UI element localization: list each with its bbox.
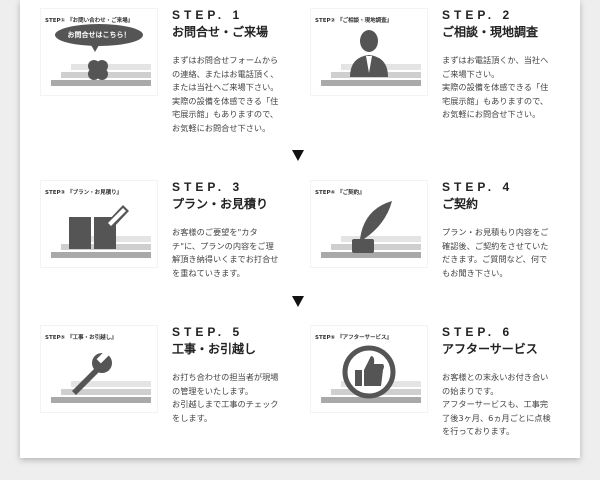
description-line: を行っております。 bbox=[442, 426, 515, 436]
step-description: プラン・お見積もり内容をご確認後、ご契約をさせていただきます。ご質問など、何でも… bbox=[442, 226, 548, 280]
description-line: もお聞き下さい。 bbox=[442, 267, 508, 278]
description-line: アフターサービスも、工事完 bbox=[442, 399, 549, 409]
description-line: 宅展示館」もありますので、 bbox=[172, 109, 279, 119]
contact-bubble[interactable]: お問合せはこちら！ bbox=[55, 24, 143, 46]
step-caption: STEP⑥ 『アフターサービス』 bbox=[315, 335, 392, 341]
step-5: STEP⑤ 『工事・お引越し』 STEP. 5 工事・お引越し お打ち合わせの担… bbox=[40, 325, 310, 455]
step-4: STEP④ 『ご契約』 STEP. 4 ご契約 プラン・お見積もり内容をご確認後… bbox=[310, 180, 580, 310]
step-description: まずはお問合せフォームからの連絡、またはお電話頂く、または当社へご来場下さい。実… bbox=[172, 54, 278, 135]
step-number: STEP. 1 bbox=[172, 8, 244, 22]
description-line: 確認後、ご契約をさせていた bbox=[442, 240, 549, 251]
description-line: または当社へご来場下さい。 bbox=[172, 82, 279, 92]
step-caption: STEP③ 『プラン・お見積り』 bbox=[45, 190, 123, 196]
description-line: 実際の設備を体感できる「住 bbox=[172, 95, 279, 106]
step-title: お問合せ・ご来場 bbox=[172, 25, 269, 39]
description-line: ご来場下さい。 bbox=[442, 68, 500, 79]
step-description: お客様のご要望を"カタチ"に、プランの内容をご理解頂き納得いくまでお打合せを重ね… bbox=[172, 226, 278, 280]
step-caption: STEP② 『ご相談・現地調査』 bbox=[315, 18, 393, 24]
description-line: お気軽にお問合せ下さい。 bbox=[172, 122, 271, 133]
description-line: を重ねていきます。 bbox=[172, 267, 245, 278]
description-line: の管理をいたします。 bbox=[172, 385, 254, 396]
description-line: お客様との末永いお付き合い bbox=[442, 372, 549, 382]
description-line: まずはお問合せフォームから bbox=[172, 55, 279, 65]
step-image: STEP⑥ 『アフターサービス』 bbox=[310, 325, 428, 413]
step-6: STEP⑥ 『アフターサービス』 STEP. 6 アフターサービス お客様との末… bbox=[310, 325, 580, 455]
step-image: STEP⑤ 『工事・お引越し』 bbox=[40, 325, 158, 413]
step-title: ご契約 bbox=[442, 197, 479, 211]
step-number: STEP. 4 bbox=[442, 180, 514, 194]
step-number: STEP. 3 bbox=[172, 180, 244, 194]
description-line: 実際の設備を体感できる「住 bbox=[442, 82, 549, 92]
description-line: の連絡、またはお電話頂く、 bbox=[172, 68, 279, 79]
description-line: お打ち合わせの担当者が現場 bbox=[172, 372, 279, 382]
step-caption: STEP⑤ 『工事・お引越し』 bbox=[45, 335, 117, 341]
step-image: STEP④ 『ご契約』 bbox=[310, 180, 428, 268]
description-line: お気軽にお問合せ下さい。 bbox=[442, 109, 541, 119]
step-caption: STEP④ 『ご契約』 bbox=[315, 190, 365, 196]
step-1: STEP① 『お問い合わせ・ご来場』 お問合せはこちら！ STEP. 1 お問合… bbox=[40, 8, 310, 138]
description-line: 解頂き納得いくまでお打合せ bbox=[172, 254, 279, 264]
description-line: プラン・お見積もり内容をご bbox=[442, 227, 549, 237]
step-number: STEP. 2 bbox=[442, 8, 514, 22]
step-image: STEP① 『お問い合わせ・ご来場』 お問合せはこちら！ bbox=[40, 8, 158, 96]
description-line: チ"に、プランの内容をご理 bbox=[172, 240, 274, 251]
step-title: 工事・お引越し bbox=[172, 342, 257, 356]
description-line: の始まりです。 bbox=[442, 385, 499, 396]
step-image: STEP③ 『プラン・お見積り』 bbox=[40, 180, 158, 268]
description-line: をします。 bbox=[172, 412, 213, 423]
down-arrow-icon bbox=[292, 150, 304, 161]
description-line: だきます。ご質問など、何で bbox=[442, 254, 548, 264]
step-caption: STEP① 『お問い合わせ・ご来場』 bbox=[45, 18, 134, 24]
step-2: STEP② 『ご相談・現地調査』 STEP. 2 ご相談・現地調査 まずはお電話… bbox=[310, 8, 580, 138]
description-line: 宅展示館」もありますので、 bbox=[442, 95, 549, 106]
step-title: プラン・お見積り bbox=[172, 197, 269, 211]
step-3: STEP③ 『プラン・お見積り』 STEP. 3 プラン・お見積り お客様のご要… bbox=[40, 180, 310, 310]
step-title: ご相談・現地調査 bbox=[442, 25, 539, 39]
down-arrow-icon bbox=[292, 296, 304, 307]
description-line: まずはお電話頂くか、当社へ bbox=[442, 55, 549, 65]
step-image: STEP② 『ご相談・現地調査』 bbox=[310, 8, 428, 96]
step-description: お客様との末永いお付き合いの始まりです。アフターサービスも、工事完了後3ヶ月、6… bbox=[442, 371, 551, 439]
description-line: お引越しまで工事のチェック bbox=[172, 399, 279, 409]
step-number: STEP. 5 bbox=[172, 325, 244, 339]
step-title: アフターサービス bbox=[442, 342, 538, 356]
description-line: お客様のご要望を"カタ bbox=[172, 227, 258, 237]
description-line: 了後3ヶ月、6ヵ月ごとに点検 bbox=[442, 412, 551, 423]
step-description: まずはお電話頂くか、当社へご来場下さい。実際の設備を体感できる「住宅展示館」もあ… bbox=[442, 54, 548, 122]
step-description: お打ち合わせの担当者が現場の管理をいたします。お引越しまで工事のチェックをします… bbox=[172, 371, 278, 425]
step-number: STEP. 6 bbox=[442, 325, 514, 339]
